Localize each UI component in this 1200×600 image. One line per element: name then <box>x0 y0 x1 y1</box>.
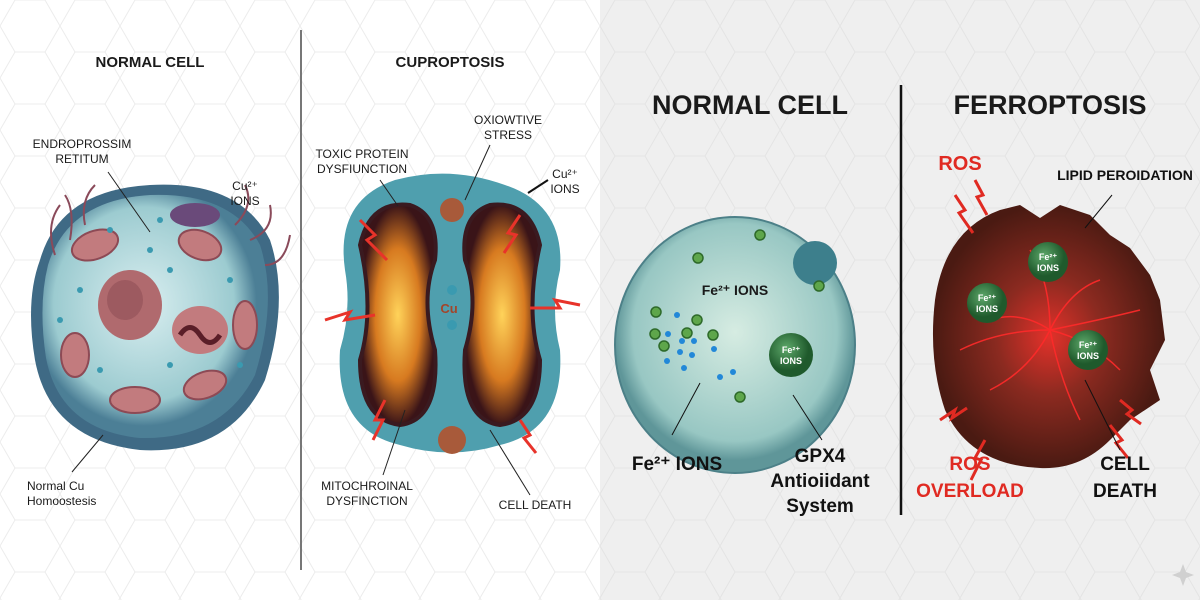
label-gpx4-3: System <box>786 496 854 517</box>
pointer-er <box>107 171 151 233</box>
title-normal-cell-fe: NORMAL CELL <box>652 90 848 120</box>
ferro-ion-3-b: IONS <box>1077 351 1099 361</box>
label-oxidative-2: STRESS <box>484 128 532 142</box>
ferro-ion-2-a: Fe²⁺ <box>978 293 997 303</box>
ferro-ion-2-b: IONS <box>976 304 998 314</box>
label-cell-death-1: CELL <box>1100 454 1150 475</box>
label-toxic-2: DYSFIUNCTION <box>317 162 407 176</box>
label-homeostasis-1: Normal Cu <box>27 479 84 493</box>
ferro-ion-3-a: Fe²⁺ <box>1079 340 1098 350</box>
label-cell-death-2: DEATH <box>1093 481 1157 502</box>
label-lipid-peroxidation: LIPID PEROIDATION <box>1057 167 1193 183</box>
label-cu-ions-2: IONS <box>230 194 259 208</box>
title-cuproptosis: CUPROPTOSIS <box>396 54 505 71</box>
bubble-fe-1: Fe²⁺ <box>782 345 801 355</box>
ferroptosis-cell <box>932 179 1165 481</box>
label-gpx4-2: Antioiidant <box>770 471 870 492</box>
label-cu-ions-1: Cu²⁺ <box>232 179 258 193</box>
label-gpx4-1: GPX4 <box>795 446 846 467</box>
label-cell-death-cup: CELL DEATH <box>499 498 572 512</box>
normal-fe-cell <box>614 216 856 474</box>
label-cu-center: Cu <box>440 301 457 316</box>
normal-cu-cell <box>31 184 291 451</box>
label-homeostasis-2: Homoostesis <box>27 494 96 508</box>
cuproptosis-cell <box>324 173 581 454</box>
label-fe-ions-bottom: Fe²⁺ IONS <box>632 454 722 475</box>
title-normal-cell-cu: NORMAL CELL <box>96 54 205 71</box>
label-mito-2: DYSFINCTION <box>326 494 407 508</box>
ferro-ion-1-b: IONS <box>1037 263 1059 273</box>
sparkle-watermark-icon <box>1172 564 1194 586</box>
label-er-2: RETITUM <box>55 152 108 166</box>
label-er-1: ENDROPROSSIM <box>33 137 132 151</box>
title-ferroptosis: FERROPTOSIS <box>953 90 1146 120</box>
label-mito-1: MITOCHROINAL <box>321 479 413 493</box>
label-cu-ions-cup-2: IONS <box>550 182 579 196</box>
label-ros-overload-2: OVERLOAD <box>916 481 1024 502</box>
label-oxidative-1: OXIOWTIVE <box>474 113 542 127</box>
label-toxic-1: TOXIC PROTEIN <box>315 147 408 161</box>
label-fe-ions-center: Fe²⁺ IONS <box>702 282 769 298</box>
label-ros: ROS <box>938 153 981 175</box>
label-cu-ions-cup-1: Cu²⁺ <box>552 167 578 181</box>
bubble-fe-2: IONS <box>780 356 802 366</box>
label-ros-overload-1: ROS <box>949 454 990 475</box>
ferro-ion-1-a: Fe²⁺ <box>1039 252 1058 262</box>
